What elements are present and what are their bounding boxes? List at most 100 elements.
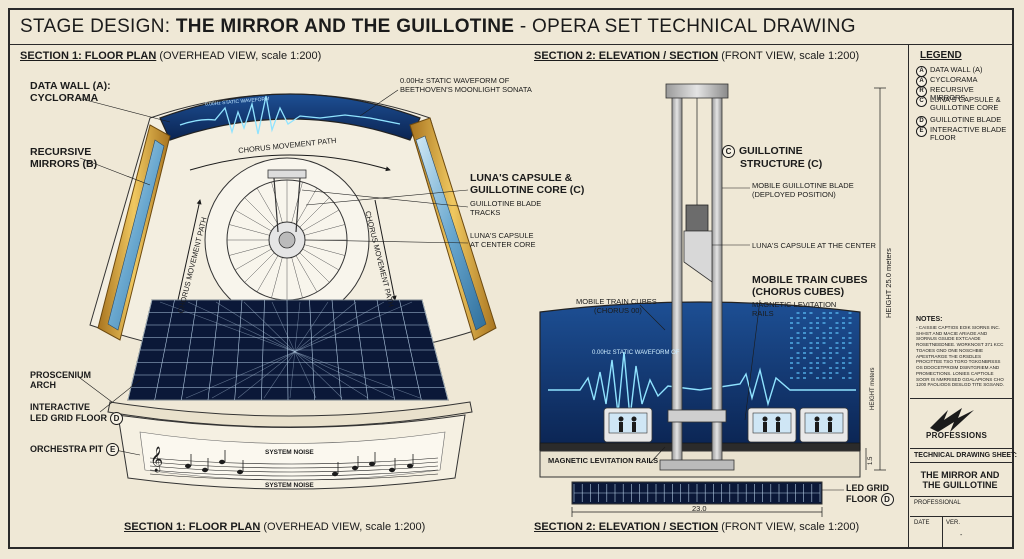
structure-tag: C (722, 145, 735, 158)
matrix-glyph (842, 337, 845, 339)
matrix-glyph (809, 342, 813, 344)
matrix-glyph (809, 372, 813, 374)
platform-spoke (302, 209, 340, 232)
legend-tag: E (916, 126, 927, 137)
led-grid-line (211, 301, 385, 399)
train-cube-window (804, 412, 844, 434)
legend-text: GUILLOTINE BLADE (930, 115, 1002, 124)
music-note (369, 461, 375, 467)
elev-screen-text: 0.00Hz STATIC WAVEFORM OF (592, 350, 680, 356)
led-grid-line (263, 301, 329, 399)
platform-spoke (299, 197, 330, 228)
platform-spoke (271, 181, 283, 223)
matrix-glyph (796, 337, 800, 339)
platform-spoke (256, 187, 279, 225)
guillotine-base (659, 459, 735, 471)
matrix-glyph (790, 377, 793, 379)
guillotine-track-right (295, 177, 301, 233)
chorus-figure-head (631, 416, 637, 422)
matrix-glyph (822, 362, 826, 364)
legend-text: DATA WALL (A) (930, 65, 983, 74)
date-label: DATE (914, 520, 930, 526)
matrix-glyph (809, 312, 813, 314)
matrix-glyph (835, 342, 839, 344)
sheet-border (8, 8, 1014, 549)
train-cube-window (752, 412, 792, 434)
matrix-glyph (822, 352, 826, 354)
matrix-glyph (790, 322, 793, 324)
matrix-glyph (796, 312, 800, 314)
matrix-glyph (842, 322, 845, 324)
platform-spoke (234, 209, 272, 232)
legend-text: INTERACTIVE BLADE FLOOR (930, 125, 1007, 143)
guillotine-blade (683, 230, 713, 283)
legend-text: CYCLORAMA (930, 75, 978, 84)
platform-spoke (304, 244, 346, 256)
staff-line (149, 473, 439, 481)
notes-body: - CAISSIE CAPTIOS EOIK SIORNS INC. SHHST… (916, 325, 1004, 388)
platform-spoke (291, 257, 303, 299)
matrix-glyph (835, 347, 839, 349)
platform-spokes (227, 180, 347, 300)
section1-header: SECTION 1: FLOOR PLAN (OVERHEAD VIEW, sc… (20, 50, 322, 62)
matrix-glyph (842, 317, 845, 319)
matrix-glyph (803, 372, 806, 374)
music-notes (185, 450, 414, 477)
led-grid-line (243, 301, 343, 399)
matrix-glyph (848, 322, 852, 324)
tb-divider-2 (910, 448, 1013, 449)
ver-value: - (960, 532, 963, 539)
matrix-glyph (829, 332, 832, 334)
matrix-glyph (829, 327, 832, 329)
music-note (332, 471, 338, 477)
waveform-floor-plan (179, 95, 401, 135)
music-note (202, 467, 208, 473)
floor-plan: 𝄞 (89, 93, 497, 490)
matrix-glyph (790, 317, 793, 319)
matrix-glyph (816, 367, 819, 369)
music-note (407, 463, 413, 469)
music-note (389, 467, 395, 473)
title-divider (10, 44, 1013, 45)
matrix-glyph (822, 372, 826, 374)
matrix-glyph (842, 362, 845, 364)
width-dim-label: 23.0 (692, 504, 707, 513)
matrix-glyph (809, 347, 813, 349)
matrix-glyph (803, 347, 806, 349)
matrix-glyph (829, 367, 832, 369)
matrix-glyph (809, 327, 813, 329)
matrix-glyph (803, 332, 806, 334)
matrix-glyph (848, 332, 852, 334)
guillotine-tracks-top (267, 169, 307, 179)
matrix-glyph (816, 317, 819, 319)
tb-divider-1 (910, 398, 1013, 399)
elev-blade-label: MOBILE GUILLOTINE BLADE(DEPLOYED POSITIO… (752, 181, 854, 199)
matrix-glyph (809, 367, 813, 369)
orchestra-tag: E (106, 443, 120, 456)
chorus-figure-head (775, 416, 781, 422)
led-grid-lines (127, 299, 449, 401)
platform-spoke (244, 252, 275, 283)
tb-divider-5 (910, 516, 1013, 517)
chorus-path-right (374, 199, 397, 301)
matrix-glyph (848, 352, 852, 354)
floor-plan-leaders (77, 89, 469, 456)
matrix-glyph (822, 342, 826, 344)
matrix-glyph (796, 332, 800, 334)
matrix-glyph (790, 362, 793, 364)
elevation-waveform (548, 351, 856, 419)
matrix-glyph (848, 317, 852, 319)
matrix-glyph (796, 342, 800, 344)
platform-spoke (271, 257, 283, 299)
platform-spoke (302, 248, 340, 271)
matrix-glyph (790, 347, 793, 349)
proscenium-arch (107, 401, 473, 428)
matrix-glyph (816, 322, 819, 324)
guillotine-track-left (273, 177, 279, 233)
